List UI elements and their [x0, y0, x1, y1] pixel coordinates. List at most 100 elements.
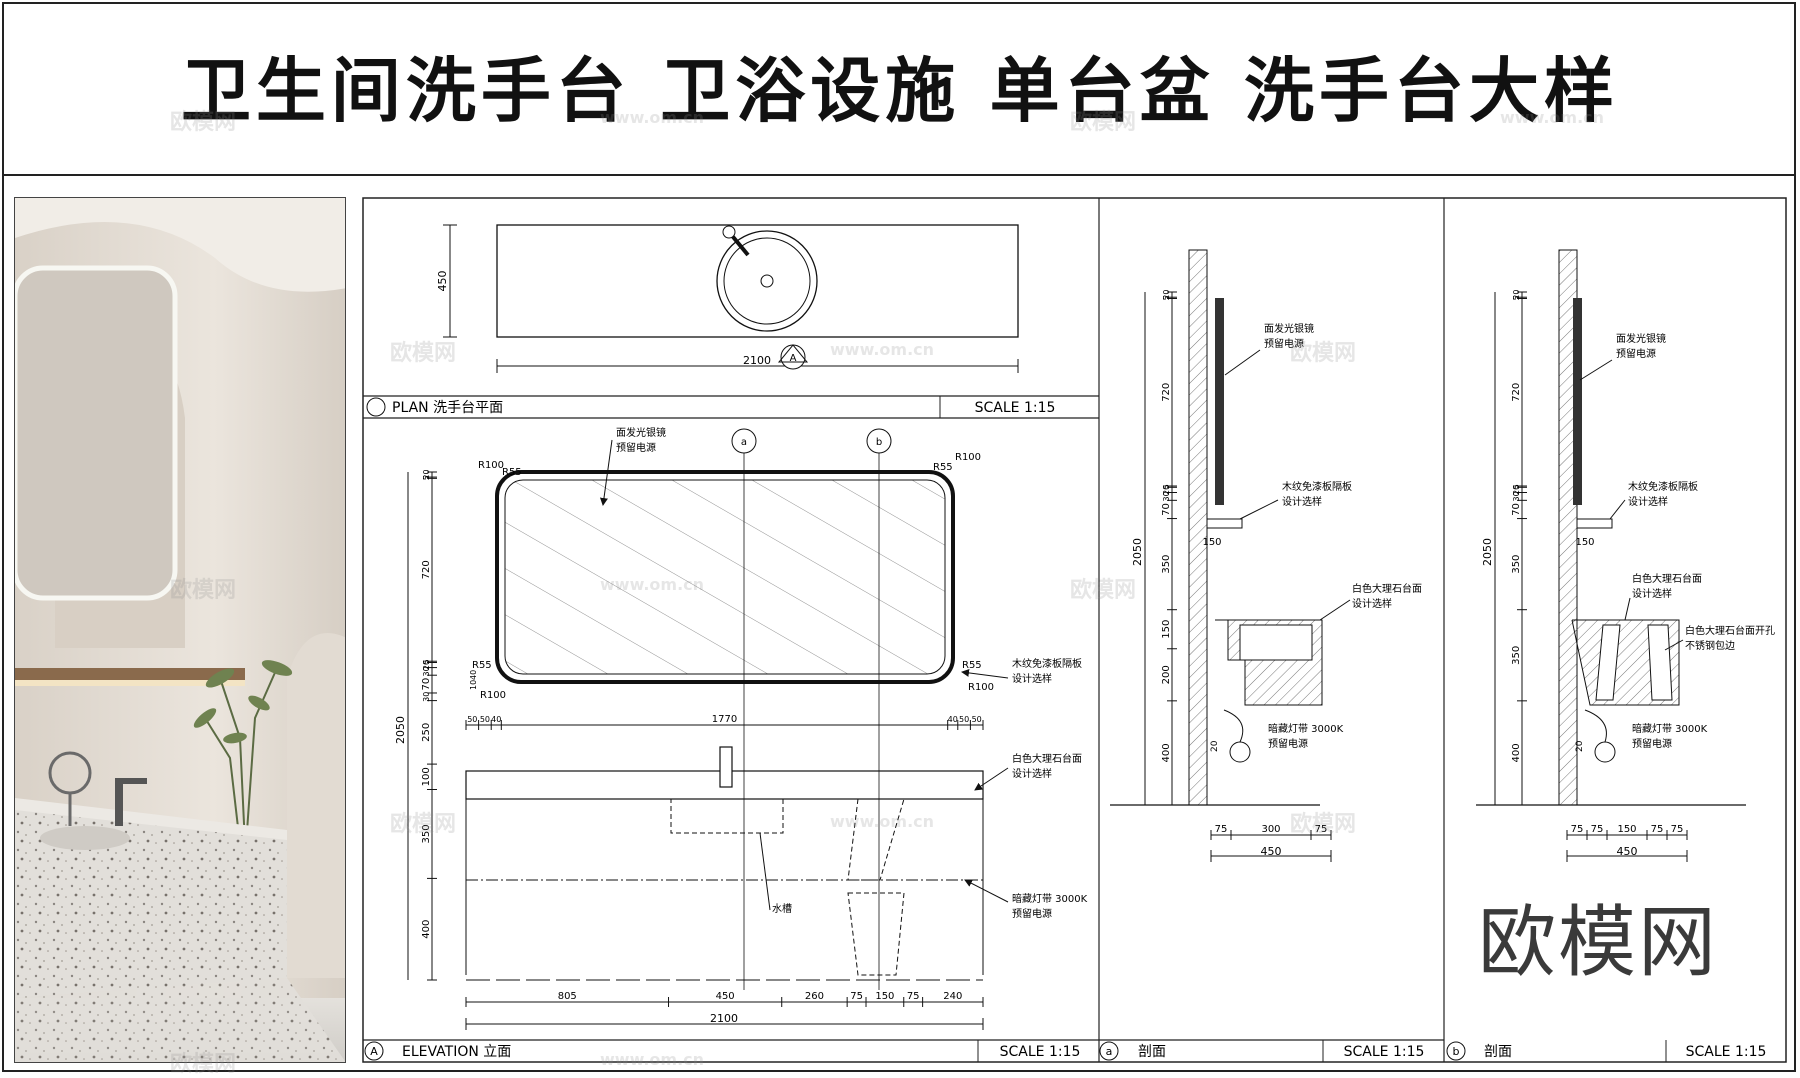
- watermark-url: www.om.cn: [1500, 108, 1605, 127]
- elev-vdim-label: 5: [422, 659, 431, 664]
- sec-b-shelf-dim: 150: [1575, 537, 1594, 548]
- elev-vdim-total: 2050: [394, 716, 407, 744]
- section-a-shelf: [1206, 518, 1243, 529]
- plan-drain: [760, 274, 774, 288]
- title-divider: [2, 174, 1796, 176]
- section-a-scale: SCALE 1:15: [1344, 1044, 1425, 1060]
- sec-a-vdim-label: 70: [1161, 503, 1172, 516]
- elevation-mirror-glass: [504, 479, 946, 675]
- watermark-logo: 欧模网: [1290, 341, 1357, 366]
- section-b-view: 面发光银镜 预留电源 木纹免漆板隔板 设计选样 白色大理石台面 设计选样 白色大…: [1446, 249, 1775, 1062]
- watermark-logo: 欧模网: [170, 110, 237, 135]
- sec-b-callout-counter-2: 设计选样: [1632, 587, 1672, 600]
- section-b-title: 剖面: [1484, 1044, 1512, 1060]
- sec-a-vdim-label: 200: [1161, 665, 1172, 684]
- elev-radius-br-100: R100: [968, 682, 994, 693]
- watermark-logo: 欧模网: [170, 1052, 237, 1077]
- elev-vdim-label: 100: [421, 767, 432, 786]
- elev-radius-bl-55: R55: [472, 660, 492, 671]
- elev-vdim-10: 10: [469, 680, 478, 690]
- plan-dim-width: 2100: [743, 354, 771, 367]
- elev-topdim-label: 1770: [712, 714, 737, 725]
- sec-a-botdim-label: 75: [1315, 824, 1328, 835]
- elev-topdim-label: 50: [959, 715, 969, 724]
- cad-panel-border: [362, 197, 1787, 1063]
- elevation-scale: SCALE 1:15: [1000, 1044, 1081, 1060]
- plan-scale: SCALE 1:15: [975, 400, 1056, 416]
- sec-b-title-marker: b: [1453, 1045, 1460, 1058]
- sec-a-callout-shelf-2: 设计选样: [1282, 495, 1322, 508]
- section-a-title: 剖面: [1138, 1044, 1166, 1060]
- watermark-url: www.om.cn: [600, 108, 705, 127]
- sec-a-title-marker: a: [1106, 1045, 1113, 1058]
- elev-botdim-label: 150: [875, 991, 894, 1002]
- elev-vdim-label: 20: [422, 660, 431, 670]
- sec-b-vdim-label: 350: [1511, 555, 1522, 574]
- watermark-logo: 欧模网: [390, 341, 457, 366]
- plan-basin-inner: [723, 237, 811, 325]
- section-a-view: 面发光银镜 预留电源 木纹免漆板隔板 设计选样 白色大理石台面 设计选样 暗藏灯…: [1099, 249, 1444, 1062]
- sec-a-vdim-label: 150: [1161, 620, 1172, 639]
- sec-a-vdim-label: 5: [1162, 295, 1171, 300]
- elev-vdim-label: 30: [422, 692, 431, 702]
- sec-b-vdim-label: 5: [1512, 484, 1521, 489]
- plan-faucet-base: [722, 225, 736, 239]
- plan-marker-label: A: [790, 353, 797, 364]
- sheet-title: 卫生间洗手台 卫浴设施 单台盆 洗手台大样: [180, 49, 1620, 132]
- elev-callout-led-2: 预留电源: [1012, 907, 1052, 920]
- sec-b-bottom-total: 450: [1617, 845, 1638, 858]
- elev-callout-shelf-1: 木纹免漆板隔板: [1012, 657, 1082, 670]
- elev-vdim-label: 70: [421, 678, 432, 691]
- sec-b-vdim-label: 5: [1512, 295, 1521, 300]
- elev-vdim-label: 30: [422, 666, 431, 676]
- sec-a-callout-mirror-2: 预留电源: [1264, 337, 1304, 350]
- elev-vdim-label: 250: [421, 723, 432, 742]
- sec-b-vdim-label: 20: [1512, 485, 1521, 495]
- sec-a-vdim-label: 30: [1162, 491, 1171, 501]
- watermark-logo: 欧模网: [390, 812, 457, 837]
- sec-b-callout-counter-1: 白色大理石台面: [1632, 572, 1702, 585]
- sec-b-callout-led-1: 暗藏灯带 3000K: [1632, 722, 1708, 735]
- watermark-brand: 欧模网: [1478, 898, 1719, 988]
- section-a-led: [1229, 741, 1251, 763]
- elevation-view: a b 面发光银镜 预留电源 木纹免漆板隔板 设计选样 白色大理石台面 设计选样…: [363, 426, 1099, 1062]
- sec-a-vdim-label: 350: [1161, 555, 1172, 574]
- watermark-logo: 欧模网: [170, 578, 237, 603]
- sec-a-vdim-label: 20: [1162, 485, 1171, 495]
- section-marker-a-label: a: [741, 437, 747, 448]
- sec-b-botdim-label: 75: [1651, 824, 1664, 835]
- sec-b-callout-shelf-2: 设计选样: [1628, 495, 1668, 508]
- section-b-mirror: [1573, 298, 1582, 505]
- sec-a-callout-led-1: 暗藏灯带 3000K: [1268, 722, 1344, 735]
- section-a-mirror: [1215, 298, 1224, 505]
- sec-a-vdim-label: 20: [1162, 290, 1171, 300]
- watermark-url: www.om.cn: [600, 575, 705, 594]
- watermark-logo: 欧模网: [1290, 812, 1357, 837]
- elev-topdim-label: 50: [480, 715, 490, 724]
- sec-b-vdim-total: 2050: [1481, 538, 1494, 566]
- section-a-wall: [1188, 249, 1208, 806]
- sec-b-callout-mirror-1: 面发光银镜: [1616, 332, 1666, 345]
- sec-a-vdim-total: 2050: [1131, 538, 1144, 566]
- elev-radius-bl-100: R100: [480, 690, 506, 701]
- section-a-basin: [1239, 624, 1313, 661]
- elevation-faucet: [719, 746, 733, 788]
- elev-vdim-label: 350: [421, 824, 432, 843]
- sec-a-callout-mirror-1: 面发光银镜: [1264, 322, 1314, 335]
- elev-botdim-label: 260: [805, 991, 824, 1002]
- section-b-shelf: [1576, 518, 1613, 529]
- sec-a-small-dim: 20: [1210, 740, 1220, 752]
- elev-callout-shelf-2: 设计选样: [1012, 672, 1052, 685]
- elev-botdim-label: 450: [716, 991, 735, 1002]
- elev-vdim-label: 5: [422, 475, 431, 480]
- elevation-leg-lower: [847, 892, 905, 976]
- sec-a-callout-shelf-1: 木纹免漆板隔板: [1282, 480, 1352, 493]
- elevation-mirror-frame: [495, 470, 955, 684]
- section-b-led: [1594, 741, 1616, 763]
- sec-b-vdim-label: 30: [1512, 491, 1521, 501]
- sec-b-vdim-label: 350: [1511, 646, 1522, 665]
- sec-b-vdim-label: 720: [1511, 383, 1522, 402]
- elev-callout-led-1: 暗藏灯带 3000K: [1012, 892, 1088, 905]
